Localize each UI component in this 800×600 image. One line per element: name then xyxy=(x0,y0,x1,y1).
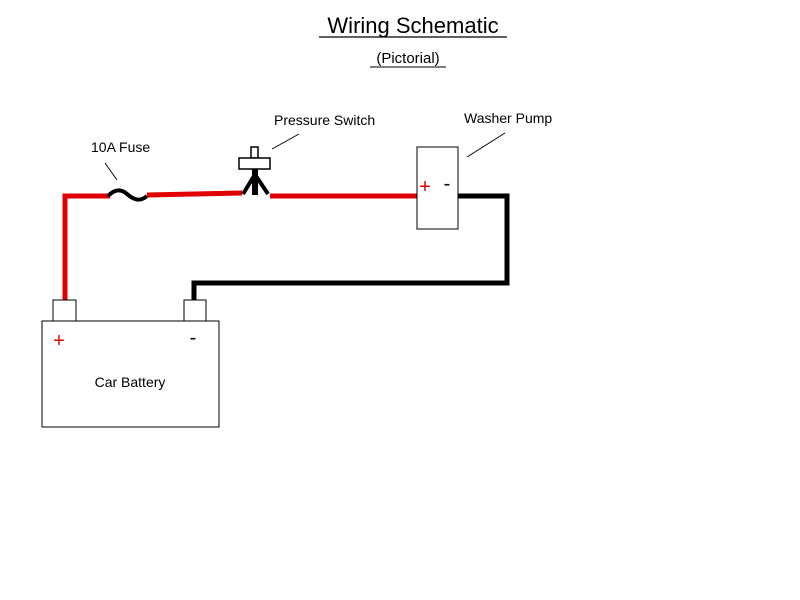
pump-positive-terminal: + xyxy=(419,176,431,198)
pump-negative-terminal: - xyxy=(444,173,451,195)
car-battery xyxy=(41,299,220,428)
battery-negative-post xyxy=(183,299,207,323)
fuse-label: 10A Fuse xyxy=(91,139,150,155)
page-title: Wiring Schematic xyxy=(327,13,498,38)
washer-pump-label: Washer Pump xyxy=(464,110,552,126)
car-battery-label: Car Battery xyxy=(95,374,166,390)
pressure-switch-leader-line xyxy=(271,133,300,150)
negative-wire xyxy=(191,193,510,300)
battery-negative-sign: - xyxy=(190,327,197,349)
fuse-leader-line xyxy=(104,162,118,181)
washer-pump-leader-line xyxy=(466,132,506,158)
positive-wire-fuse-to-switch xyxy=(146,190,243,198)
page-subtitle: (Pictorial) xyxy=(376,50,439,67)
pressure-switch-symbol xyxy=(238,146,271,196)
battery-positive-sign: + xyxy=(53,330,65,352)
battery-body xyxy=(41,320,220,428)
pressure-switch-label: Pressure Switch xyxy=(274,112,375,128)
washer-pump-box xyxy=(416,146,459,230)
fuse-symbol xyxy=(106,188,149,202)
battery-positive-post xyxy=(52,299,77,323)
positive-wire-battery-to-fuse xyxy=(62,193,110,300)
